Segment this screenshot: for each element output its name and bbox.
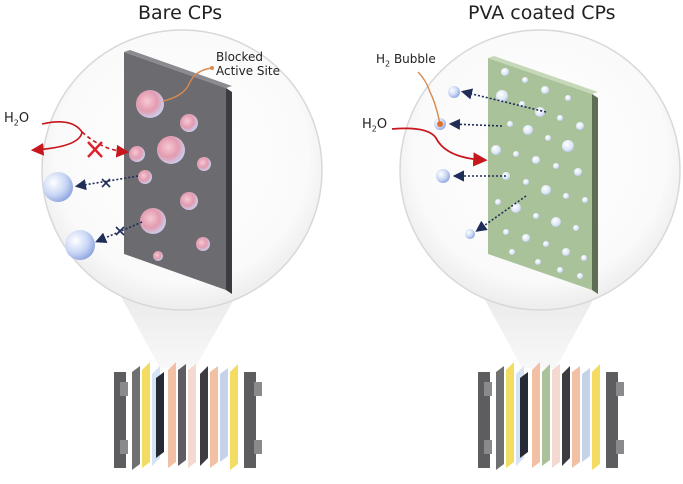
h2-bubble [465, 229, 475, 239]
blocked-bubble [196, 237, 210, 251]
blocked-bubble [197, 157, 211, 171]
left-bubble-release [43, 172, 143, 260]
blocked-bubbles [129, 90, 211, 261]
blocked-site-label: Blocked Active Site [216, 50, 280, 78]
left-panel [30, 29, 323, 470]
blocked-bubble [140, 208, 166, 234]
h2-bubble-leader [417, 71, 441, 125]
right-water-label: H2O [362, 117, 388, 134]
blocked-bubble [157, 136, 185, 164]
h2-bubble [436, 169, 450, 183]
h2-bubble [43, 172, 73, 202]
small-bubbles [491, 68, 588, 279]
h2-bubble [448, 86, 460, 98]
left-panel-title: Bare CPs [138, 2, 223, 24]
blocked-bubble [129, 146, 145, 162]
right-water-arrow [391, 127, 488, 167]
blocked-active-site [136, 90, 164, 118]
right-electrolyzer-stack [478, 362, 624, 470]
coated-plate [488, 56, 598, 294]
blocked-bubble [180, 114, 198, 132]
left-water-flow [30, 121, 130, 158]
blocked-cross-icon [87, 141, 103, 158]
blocked-bubble [138, 170, 152, 184]
left-water-label: H2O [4, 111, 30, 128]
blocked-cross-icon [101, 178, 125, 236]
right-panel-title: PVA coated CPs [468, 2, 616, 24]
h2-bubble [65, 230, 95, 260]
h2-bubble-label: H2 Bubble [376, 52, 436, 69]
blocked-bubble [153, 251, 163, 261]
right-panel [391, 29, 681, 470]
blocked-site-leader [162, 67, 213, 102]
right-bubble-release [434, 86, 547, 239]
blocked-bubble [180, 192, 198, 210]
left-electrolyzer-stack [114, 362, 262, 470]
